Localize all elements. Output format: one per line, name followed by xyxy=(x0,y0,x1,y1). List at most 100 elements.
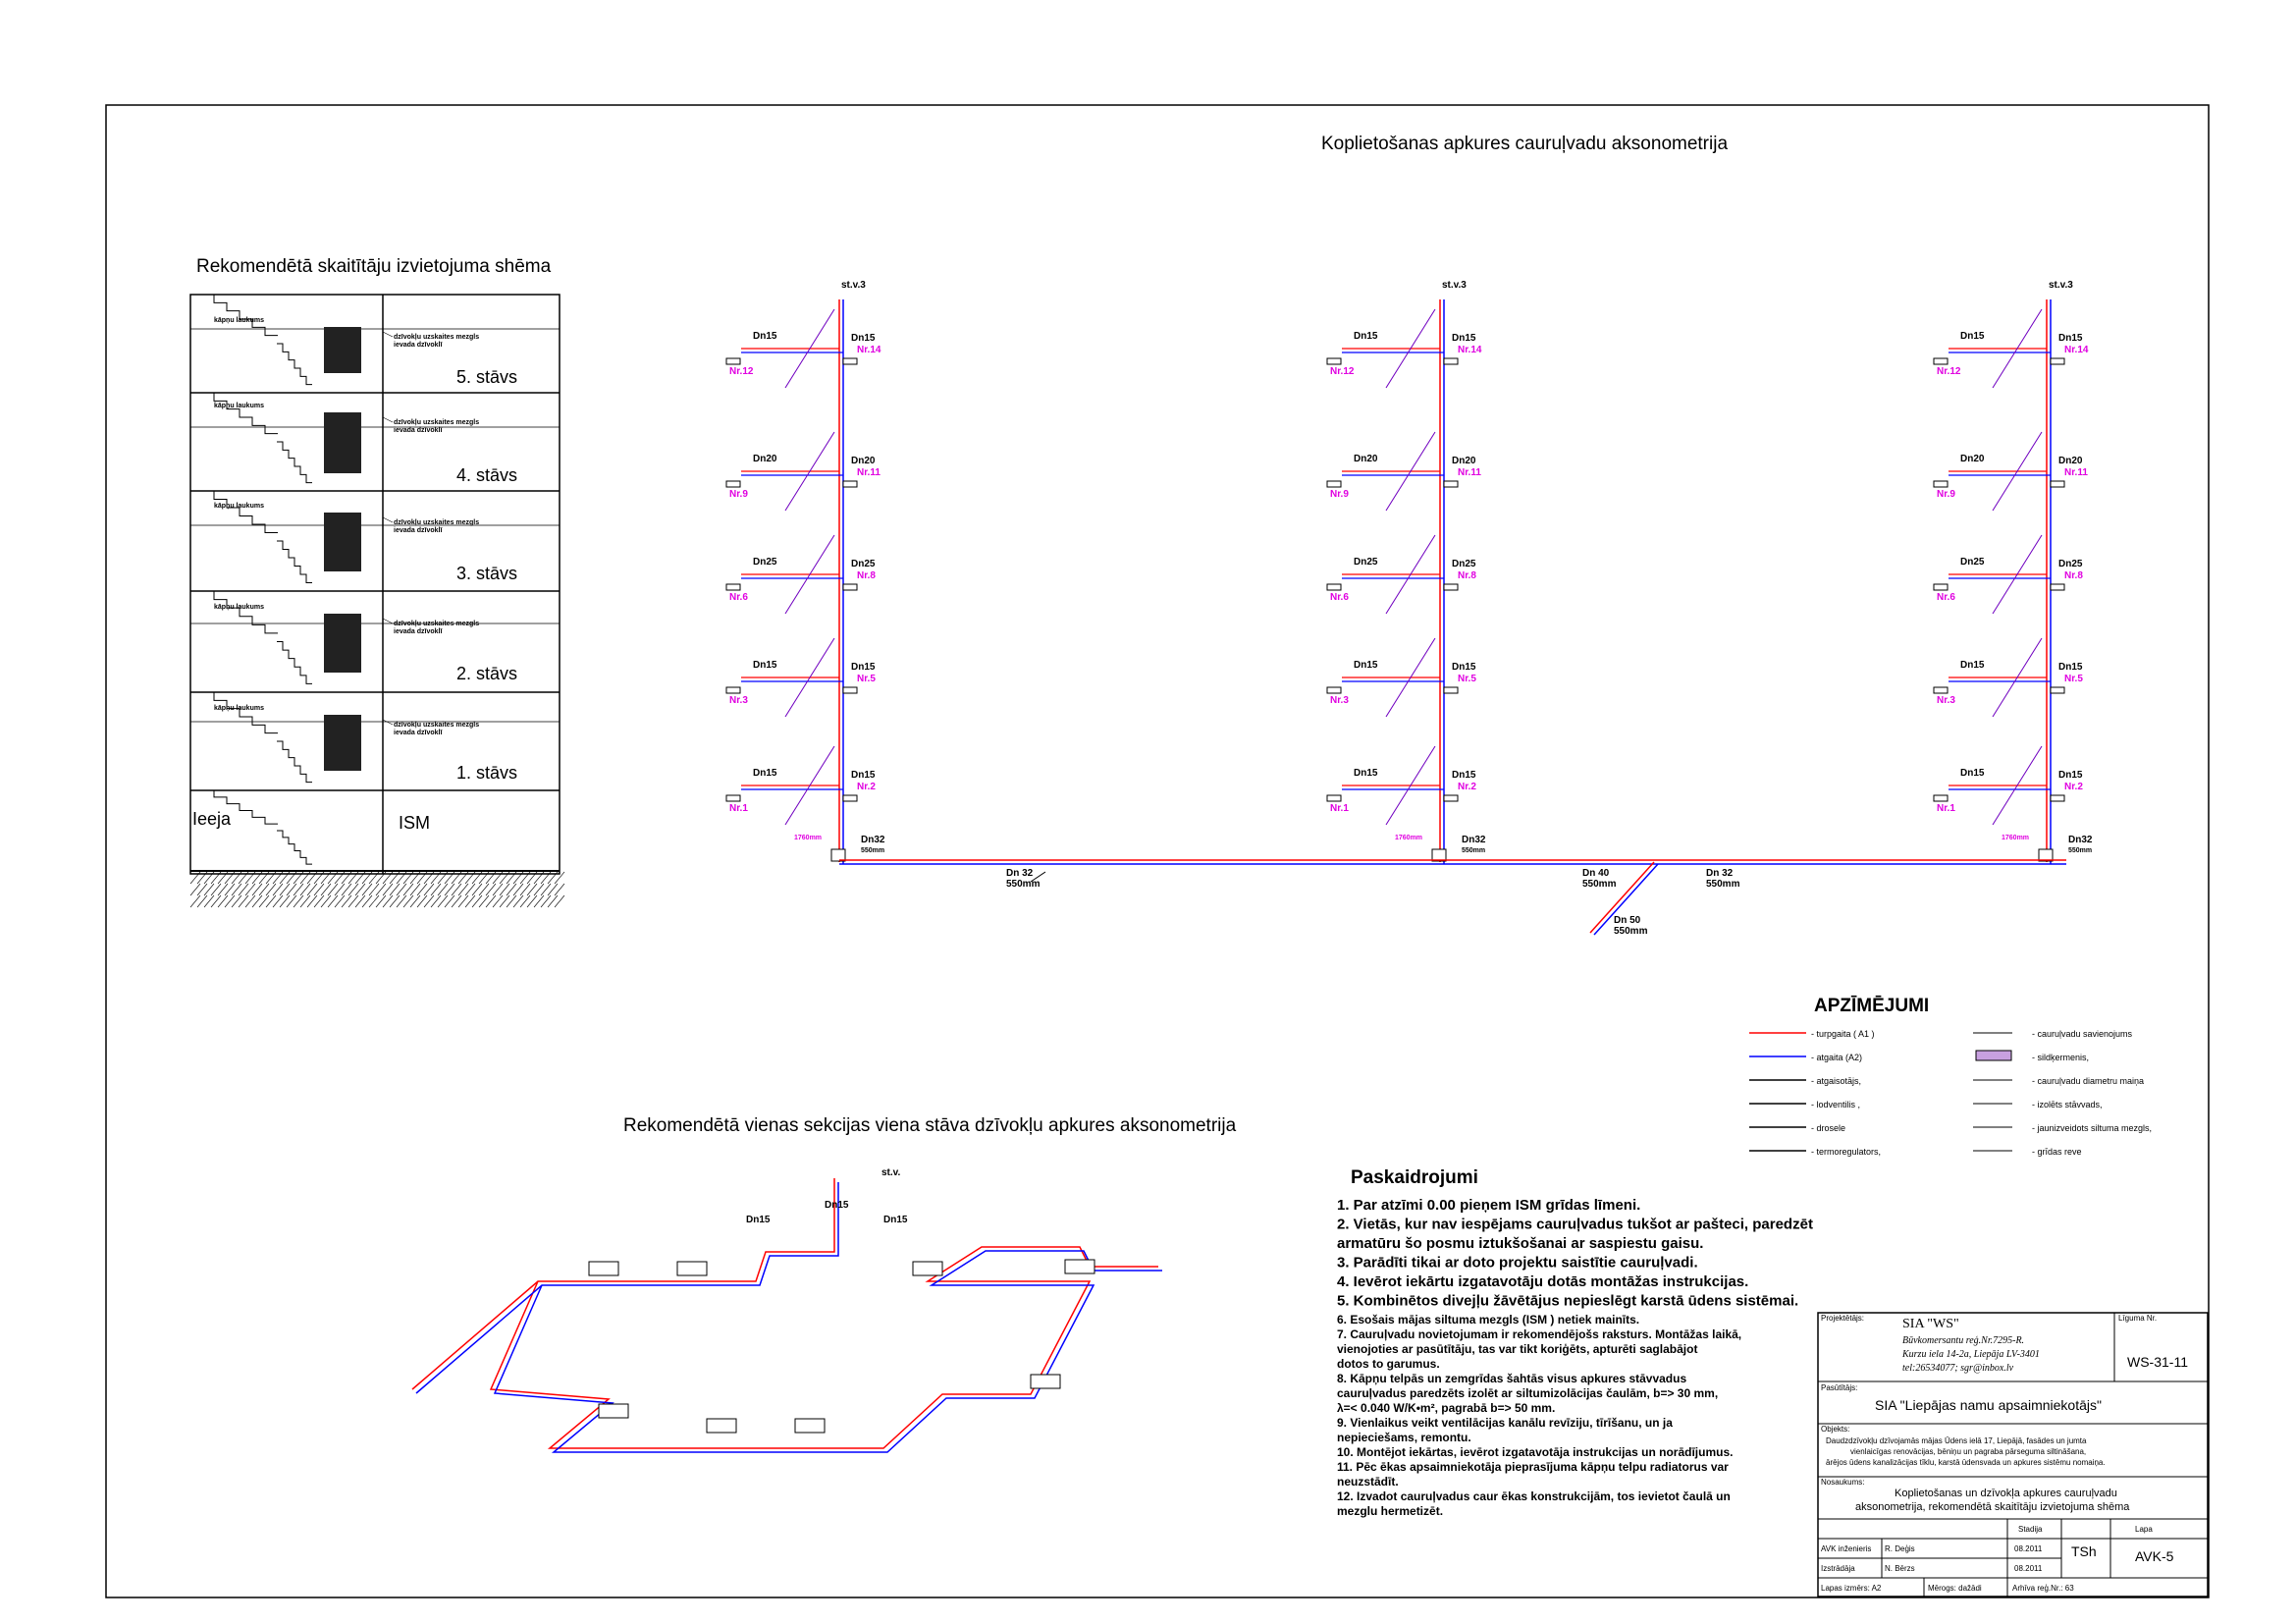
ground-hatch-line xyxy=(293,871,304,885)
radiator-symbol xyxy=(2050,686,2065,694)
legend-title: APZĪMĒJUMI xyxy=(1814,996,1929,1016)
ground-hatch-line xyxy=(533,871,545,885)
ground-hatch-line xyxy=(313,894,325,908)
tb-content-line-2: aksonometrija, rekomendētā skaitītāju iz… xyxy=(1855,1501,2130,1513)
diagonal-branch xyxy=(1992,745,2043,826)
diagonal-branch xyxy=(784,308,835,389)
riser-len-label: 1760mm xyxy=(794,835,822,841)
ground-hatch-line xyxy=(320,894,332,908)
radiator-nr-label: Nr.5 xyxy=(857,674,876,684)
diagonal-branch xyxy=(1385,308,1436,389)
radiator-symbol xyxy=(1326,686,1342,694)
radiator-symbol xyxy=(1326,794,1342,802)
diagonal-branch xyxy=(784,637,835,718)
branch-dn-label: Dn15 xyxy=(753,768,777,779)
ground-hatch-line xyxy=(409,894,421,908)
tb-client: SIA "Liepājas namu apsaimniekotājs" xyxy=(1875,1397,2102,1413)
tb-object-line-3: ārējos ūdens kanalizācijas tīklu, karstā… xyxy=(1826,1458,2106,1467)
radiator-symbol xyxy=(2050,480,2065,488)
radiator-nr-label: Nr.8 xyxy=(1458,570,1476,581)
note-line: 11. Pēc ēkas apsaimniekotāja pieprasījum… xyxy=(1337,1460,1729,1474)
meter-scheme-title: Rekomendētā skaitītāju izvietojuma shēma xyxy=(196,256,552,277)
ground-hatch-line xyxy=(306,871,318,885)
ground-hatch-line xyxy=(478,871,490,885)
radiator-nr-label: Nr.6 xyxy=(1330,592,1349,603)
ground-hatch-line xyxy=(430,883,442,896)
riser-dn-label: Dn15 xyxy=(1452,662,1476,673)
ground-hatch-line xyxy=(224,871,236,885)
riser-dn-label: Dn15 xyxy=(851,770,876,781)
ground-hatch-line xyxy=(196,894,208,908)
ground-hatch-line xyxy=(382,883,394,896)
riser-dn-label: Dn15 xyxy=(2058,770,2083,781)
ground-hatch-line xyxy=(402,871,414,885)
riser-base xyxy=(2038,848,2054,862)
apartment-radiator xyxy=(1030,1374,1061,1389)
ground-hatch-line xyxy=(361,894,373,908)
radiator-symbol xyxy=(725,686,741,694)
ground-hatch-line xyxy=(286,883,297,896)
note-line: 1. Par atzīmi 0.00 pieņem ISM grīdas līm… xyxy=(1337,1197,1640,1214)
ground-hatch-line xyxy=(265,894,277,908)
riser-dn-label: Dn15 xyxy=(851,662,876,673)
main-pipe-dn-3: Dn 32 xyxy=(1706,868,1734,879)
ground-hatch-line xyxy=(299,883,311,896)
apartment-supply-pipe xyxy=(411,1178,1158,1449)
note-line: dotos to garumus. xyxy=(1337,1357,1440,1371)
ground-hatch-line xyxy=(389,894,400,908)
ground-hatch-line xyxy=(258,894,270,908)
branch-dn-label: Dn15 xyxy=(1960,768,1985,779)
branch-dn-label: Dn15 xyxy=(1354,660,1378,671)
riser-len-label: 550mm xyxy=(2068,847,2092,854)
ground-hatch-line xyxy=(451,894,462,908)
meter-label: dzīvokļu uzskaites mezgls xyxy=(394,621,479,627)
ground-hatch-line xyxy=(299,871,311,885)
radiator-symbol xyxy=(842,357,858,365)
ground-hatch-line xyxy=(347,883,359,896)
riser-len-label: 550mm xyxy=(1462,847,1485,854)
riser-3: st.v.3Dn32550mm1760mmDn15Dn15Nr.12Nr.14D… xyxy=(1933,280,2093,864)
riser-dn-label: Dn20 xyxy=(2058,456,2083,466)
basement-label: Ieeja xyxy=(192,809,232,829)
ground-hatch-line xyxy=(444,871,455,885)
apartment-dn-label: Dn15 xyxy=(746,1215,771,1225)
ground-hatch-line xyxy=(437,883,449,896)
diagonal-branch xyxy=(1992,308,2043,389)
ground-hatch-line xyxy=(554,871,565,885)
apartment-dn-label: Dn15 xyxy=(825,1200,849,1211)
notes: Paskaidrojumi 1. Par atzīmi 0.00 pieņem … xyxy=(1337,1167,1813,1518)
radiator-symbol xyxy=(725,583,741,591)
ground-hatch-line xyxy=(416,883,428,896)
radiator-symbol xyxy=(1326,357,1342,365)
ground-hatch-line xyxy=(451,883,462,896)
legend-item-label: - izolēts stāvvads, xyxy=(2032,1100,2103,1110)
note-line: mezglu hermetizēt. xyxy=(1337,1504,1443,1518)
riser-1: st.v.3Dn32550mm1760mmDn15Dn15Nr.12Nr.14D… xyxy=(725,280,885,864)
ground-hatch-line xyxy=(499,871,510,885)
ground-hatch-line xyxy=(196,871,208,885)
ground-hatch-line xyxy=(327,883,339,896)
radiator-symbol xyxy=(1933,794,1949,802)
ground-hatch-line xyxy=(361,883,373,896)
leader-line xyxy=(382,719,394,726)
tb-sheet: AVK-5 xyxy=(2135,1548,2174,1564)
tb-name-1: R. Deģis xyxy=(1885,1544,1915,1553)
ground-hatch-line xyxy=(258,871,270,885)
ground-hatch-line xyxy=(471,883,483,896)
ground-hatch-line xyxy=(396,894,407,908)
ground-hatch-line xyxy=(526,871,538,885)
tb-client-caption: Pasūtītājs: xyxy=(1821,1383,1857,1392)
radiator-nr-label: Nr.3 xyxy=(729,695,748,706)
ground-hatch-line xyxy=(347,871,359,885)
radiator-symbol xyxy=(1933,583,1949,591)
radiator-symbol xyxy=(1443,794,1459,802)
ground-hatch-line xyxy=(416,894,428,908)
ground-hatch-line xyxy=(361,871,373,885)
ground-hatch-line xyxy=(409,883,421,896)
radiator-symbol xyxy=(2050,794,2065,802)
radiator-symbol xyxy=(1933,357,1949,365)
ground-hatch-line xyxy=(313,871,325,885)
ground-hatch-line xyxy=(554,894,565,908)
radiator-nr-label: Nr.2 xyxy=(1458,782,1476,792)
branch-dn-label: Dn15 xyxy=(753,660,777,671)
